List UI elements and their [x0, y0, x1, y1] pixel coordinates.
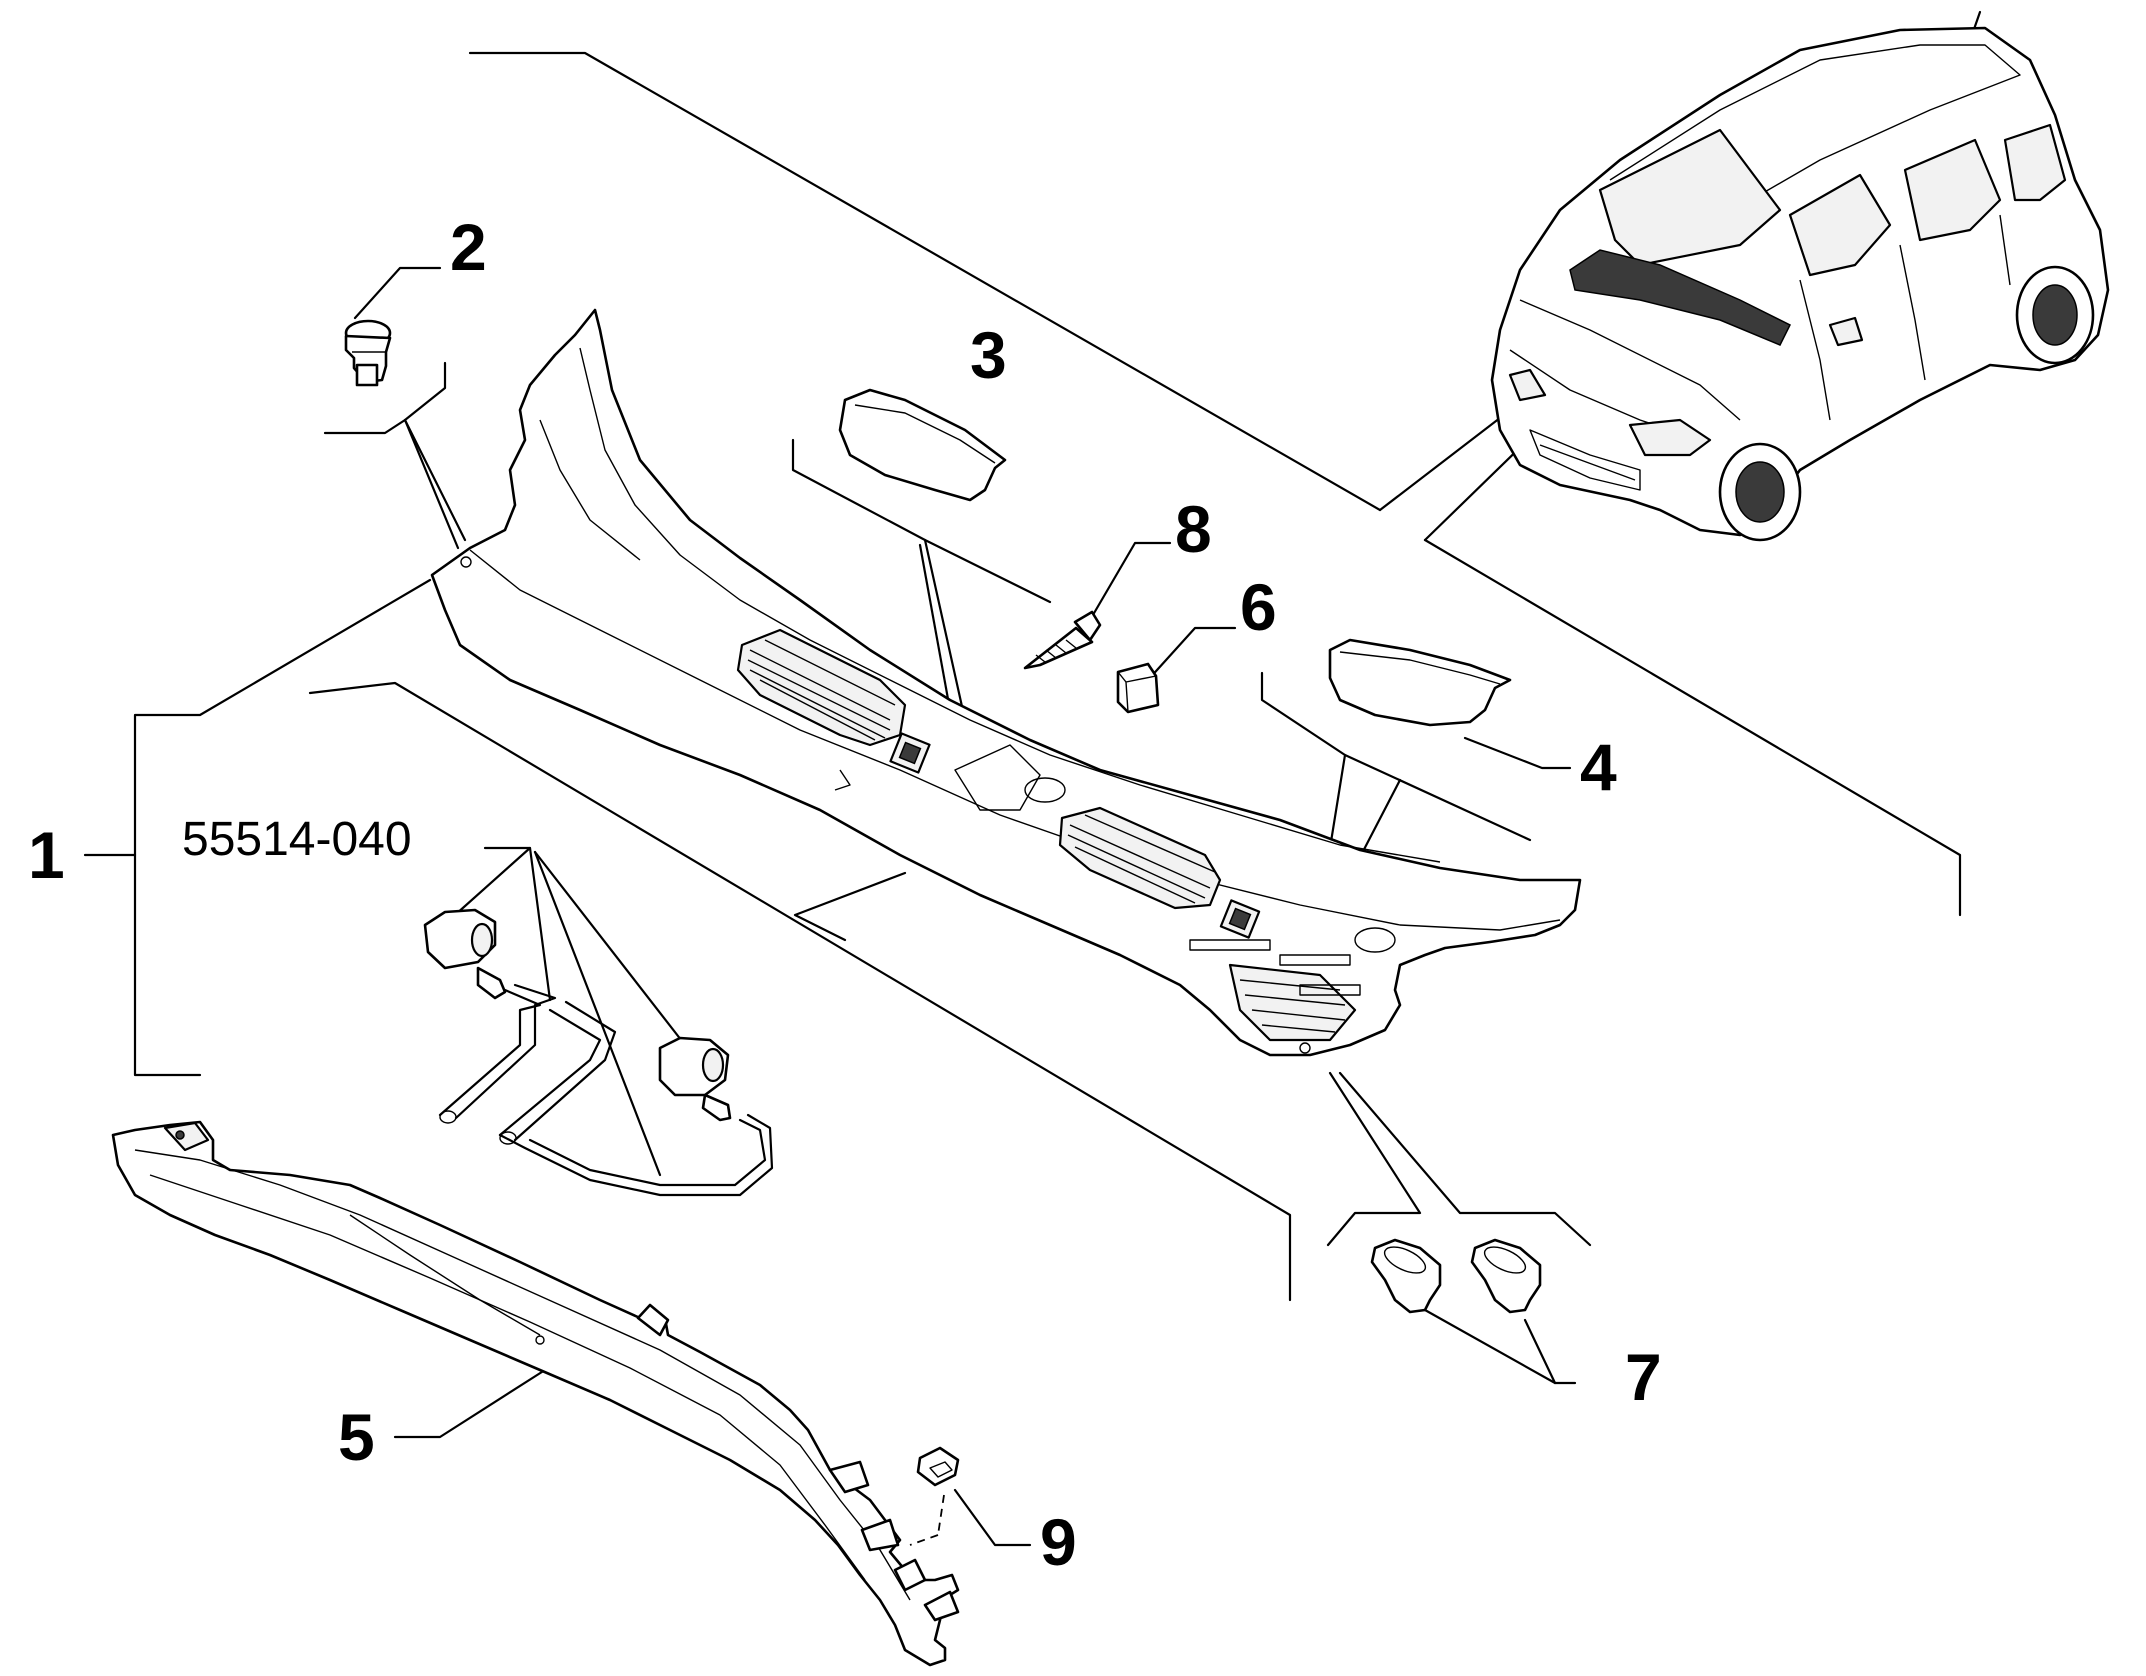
- grommets-part: [1370, 1238, 1542, 1314]
- screw-part: [1023, 610, 1102, 670]
- callout-9-label: 9: [1040, 1505, 1077, 1579]
- callout-1-label: 1: [28, 818, 65, 892]
- callout-5-label: 5: [338, 1400, 375, 1474]
- nut-clip-part: [909, 1446, 960, 1546]
- callout-7-label: 7: [1625, 1340, 1662, 1414]
- callout-3-label: 3: [970, 318, 1007, 392]
- callout-2-label: 2: [450, 210, 487, 284]
- cross-member-part: [111, 1120, 960, 1667]
- kit-code-label: 55514-040: [182, 813, 412, 866]
- cowl-panel-part: [430, 308, 1582, 1057]
- leader-lines: [83, 10, 1982, 1547]
- callout-6-label: 6: [1240, 570, 1277, 644]
- callout-labels: 1 2 3 4 5 6 7 8 9 55514-040: [28, 210, 1662, 1579]
- pad-part: [1116, 662, 1160, 714]
- washer-kit-part: [423, 908, 774, 1197]
- callout-8-label: 8: [1175, 492, 1212, 566]
- vehicle-location-inset: [1490, 26, 2110, 542]
- gasket-right-part: [1328, 638, 1512, 727]
- gasket-left-part: [838, 388, 1007, 502]
- clip-part: [344, 319, 392, 387]
- callout-4-label: 4: [1580, 730, 1617, 804]
